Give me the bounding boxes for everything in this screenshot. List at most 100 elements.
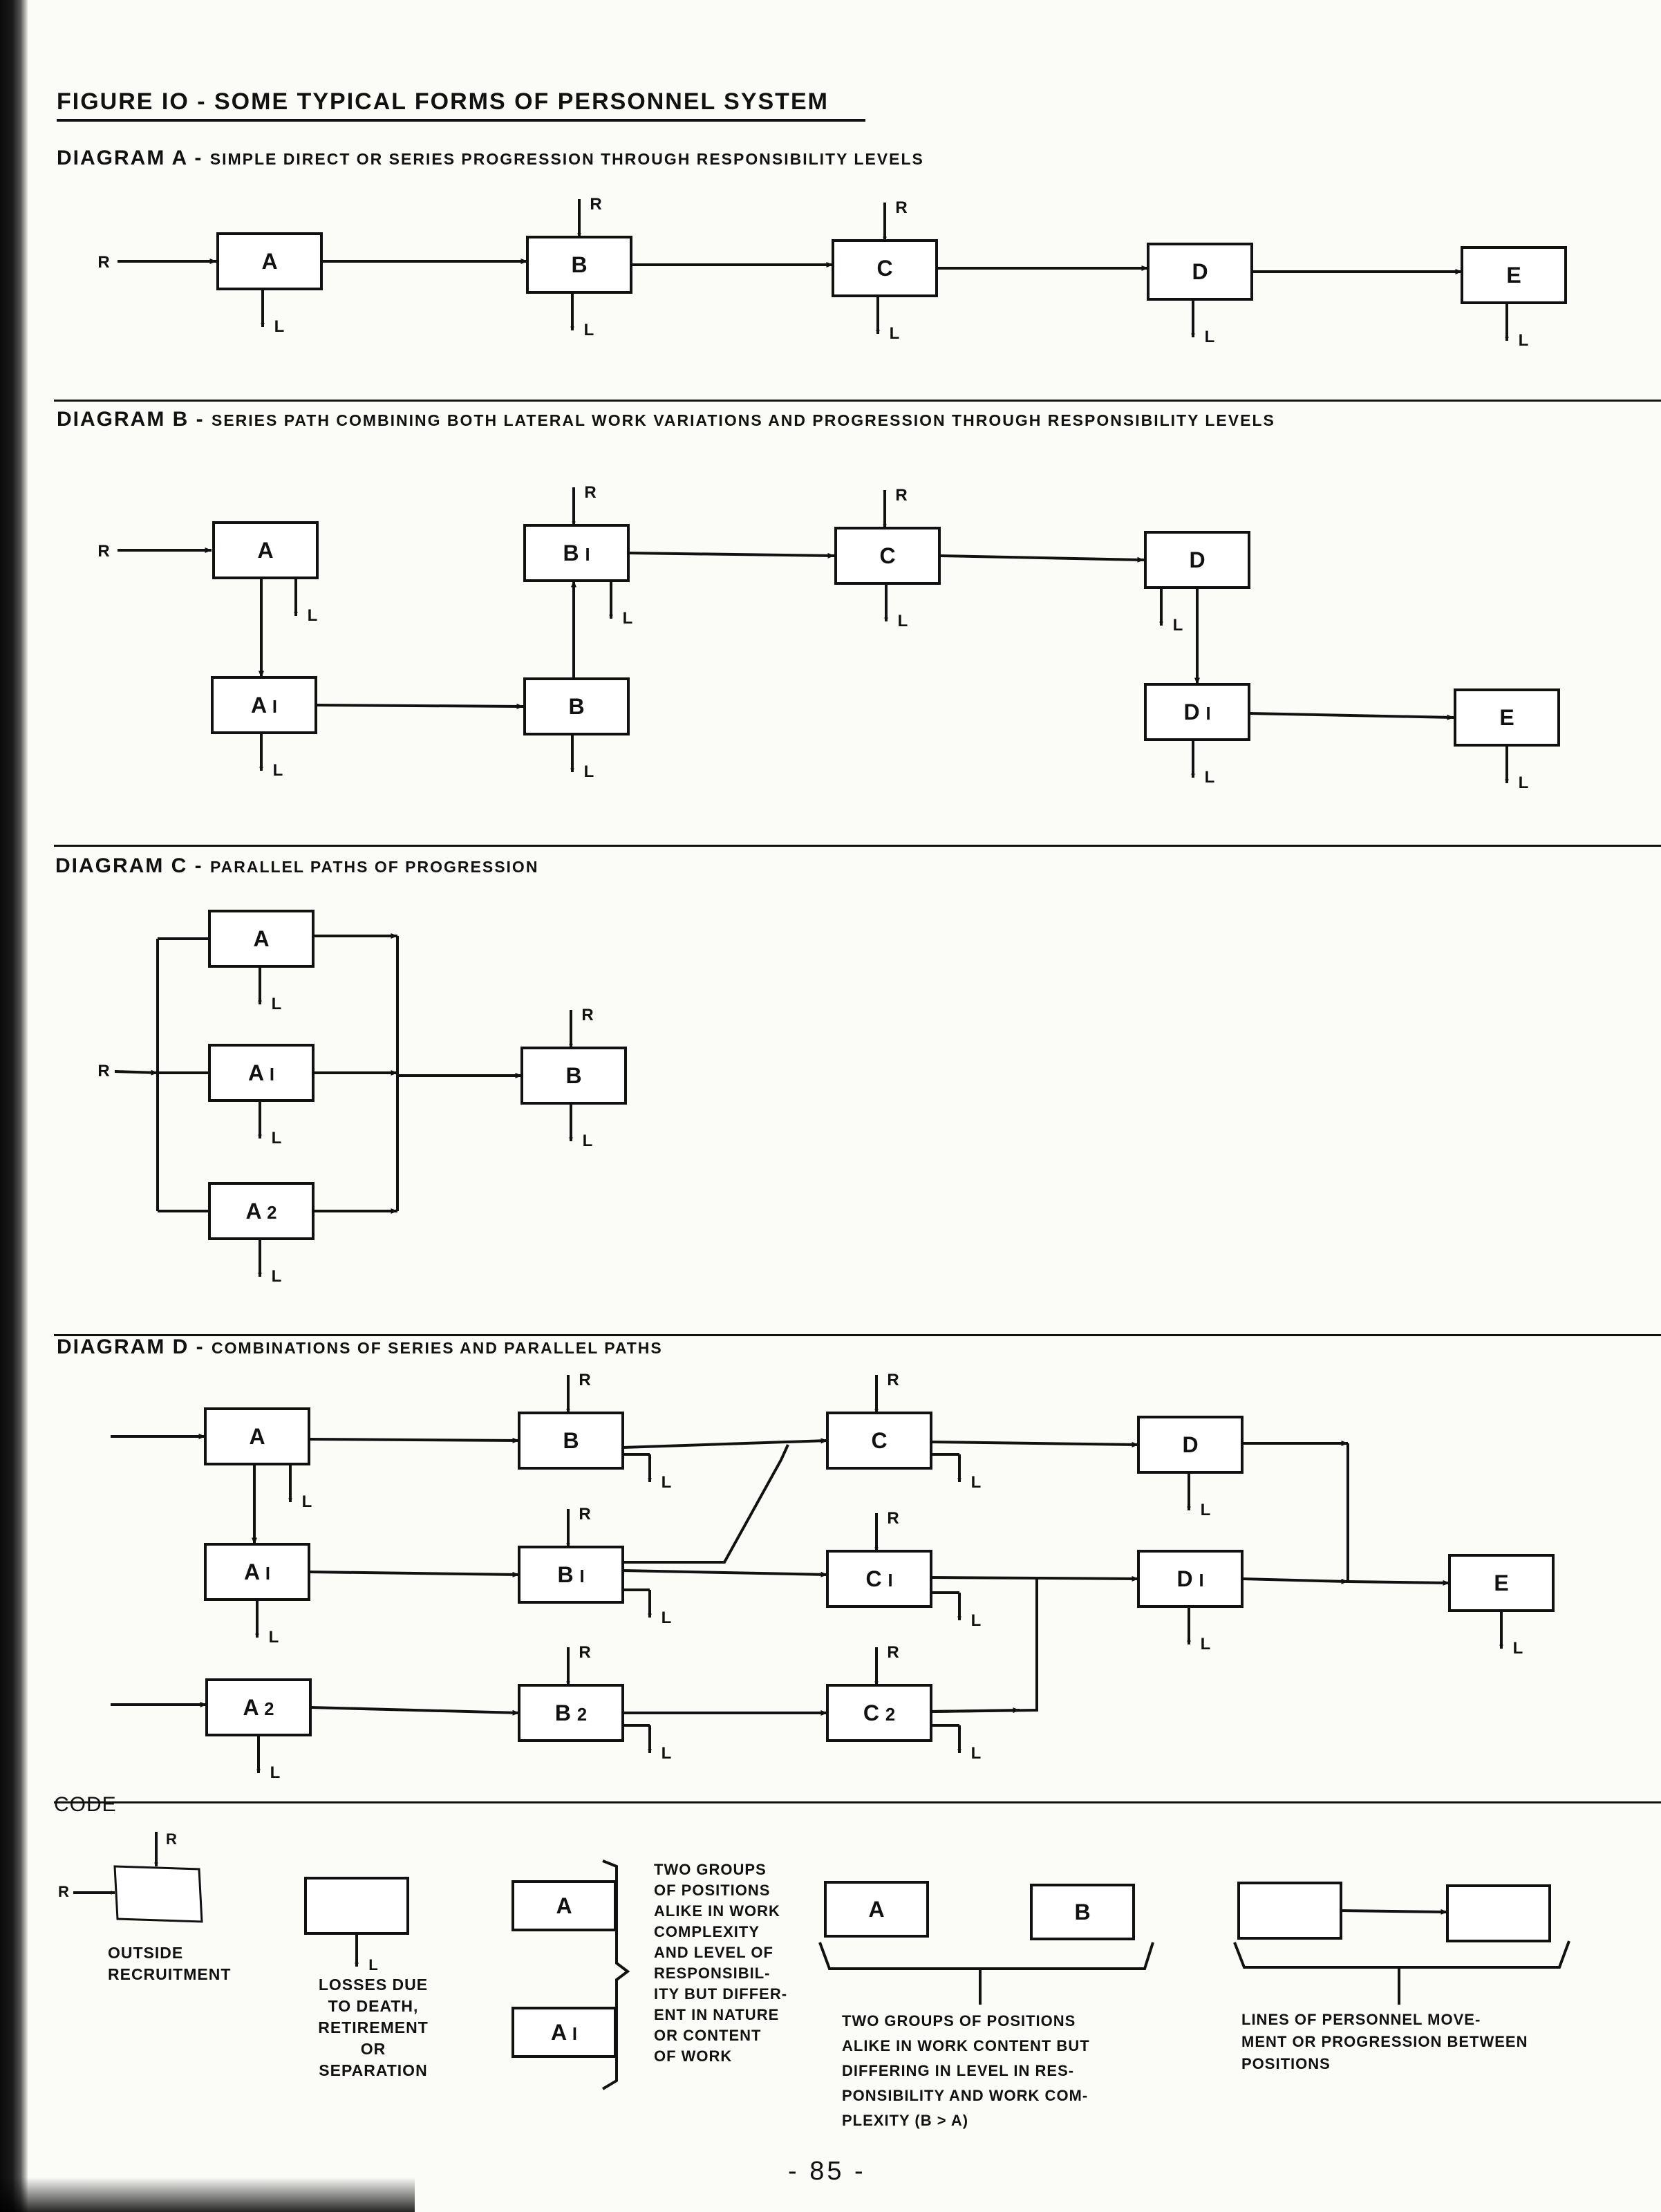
diagram-a-box-c-loss-label: L bbox=[890, 324, 900, 343]
diagram-d-arrow-a-b bbox=[308, 1437, 520, 1443]
diagram-b-box-d-label: D bbox=[1189, 547, 1205, 572]
diagram-b-box-e-label: E bbox=[1499, 705, 1514, 730]
diagram-d-box-a1 bbox=[204, 1543, 310, 1601]
diagram-b-box-b1-label: B I bbox=[563, 541, 590, 565]
code-pair-box-a-label: A bbox=[556, 1893, 572, 1918]
diagram-a-box-b-loss-label: L bbox=[584, 321, 594, 339]
diagram-a-box-d-label: D bbox=[1192, 259, 1208, 284]
diagram-d-box-c2-recruit-label: R bbox=[887, 1643, 899, 1662]
diagram-b-box-e-loss-label: L bbox=[1519, 774, 1529, 792]
diagram-b-box-b1-loss-label: L bbox=[623, 609, 633, 628]
diagram-d-box-a1-loss-label: L bbox=[269, 1628, 279, 1647]
diagram-b-heading: DIAGRAM B - SERIES PATH COMBINING BOTH L… bbox=[57, 408, 1275, 431]
diagram-c-recruit-label: R bbox=[97, 1062, 109, 1080]
diagram-b-arrow-d1-e bbox=[1248, 712, 1454, 720]
diagram-a-box-e-loss-label: L bbox=[1519, 331, 1529, 350]
diagram-d-box-d1-label: D I bbox=[1176, 1566, 1203, 1591]
diagram-d-box-a2-label: A 2 bbox=[243, 1695, 274, 1720]
code-pair-brace bbox=[601, 1859, 630, 2090]
diagram-d-box-a-loss-label: L bbox=[302, 1492, 312, 1511]
diagram-d-box-c bbox=[826, 1412, 932, 1470]
diagram-b-box-c bbox=[834, 527, 941, 585]
code-two-groups-nature-note: TWO GROUPS OF POSITIONS ALIKE IN WORK CO… bbox=[654, 1861, 788, 2065]
diagram-d-box-b1-loss-label: L bbox=[661, 1609, 672, 1627]
diagram-b-box-c-recruit-label: R bbox=[895, 486, 907, 505]
divider-c bbox=[54, 1334, 1661, 1336]
diagram-d-box-d-label: D bbox=[1182, 1432, 1198, 1457]
diagram-d-box-c1-label: C I bbox=[865, 1566, 892, 1591]
diagram-b-arrow-c-d bbox=[939, 554, 1145, 563]
code-move-arrow bbox=[1340, 1909, 1448, 1915]
code-pair-box-a bbox=[512, 1880, 617, 1931]
diagram-c-box-a2-label: A 2 bbox=[245, 1199, 276, 1224]
diagram-c-box-b-recruit-label: R bbox=[581, 1006, 593, 1024]
diagram-a-heading-text: SIMPLE DIRECT OR SERIES PROGRESSION THRO… bbox=[209, 150, 924, 168]
diagram-d-box-c1-recruit-label: R bbox=[887, 1509, 899, 1528]
diagram-a-box-a bbox=[216, 232, 323, 290]
code-loss-label: L bbox=[368, 1956, 377, 1974]
code-move-bracket bbox=[1233, 1940, 1570, 1969]
code-outside-recruitment-note: OUTSIDE RECRUITMENT bbox=[108, 1944, 232, 1983]
diagram-a-box-e-label: E bbox=[1506, 263, 1521, 288]
code-losses-note: LOSSES DUE TO DEATH, RETIREMENT OR SEPAR… bbox=[318, 1976, 429, 2079]
diagram-d-arrow-d1-out bbox=[1241, 1577, 1349, 1584]
diagram-b-box-b bbox=[523, 677, 630, 735]
diagram-c-box-b bbox=[520, 1047, 627, 1105]
diagram-b-box-a-recruit-label: R bbox=[97, 542, 109, 561]
diagram-b-box-d1-loss-label: L bbox=[1205, 768, 1215, 787]
diagram-c-recruit-arrow bbox=[114, 1069, 158, 1076]
diagram-b-heading-text: SERIES PATH COMBINING BOTH LATERAL WORK … bbox=[212, 411, 1275, 429]
figure-title: FIGURE IO - SOME TYPICAL FORMS OF PERSON… bbox=[57, 88, 829, 115]
diagram-d-box-b-label: B bbox=[563, 1428, 579, 1453]
diagram-d-box-d1 bbox=[1137, 1550, 1244, 1608]
diagram-c-box-a1-loss-label: L bbox=[272, 1129, 282, 1147]
diagram-c-heading-text: PARALLEL PATHS OF PROGRESSION bbox=[210, 858, 539, 876]
diagram-d-box-a bbox=[204, 1407, 310, 1465]
diagram-d-box-a1-label: A I bbox=[244, 1559, 270, 1584]
diagram-a-box-c-label: C bbox=[876, 256, 892, 281]
diagram-d-box-b bbox=[518, 1412, 624, 1470]
diagram-d-box-d-loss-label: L bbox=[1201, 1501, 1211, 1519]
code-level-box-b-label: B bbox=[1074, 1900, 1090, 1924]
diagram-d-box-c-recruit-label: R bbox=[887, 1371, 899, 1389]
code-pair-box-a1 bbox=[512, 2007, 617, 2058]
diagram-c-prefix: DIAGRAM C - bbox=[55, 854, 203, 877]
divider-a bbox=[54, 400, 1661, 402]
code-level-box-a-label: A bbox=[868, 1897, 884, 1922]
diagram-c-box-a-label: A bbox=[253, 926, 269, 951]
diagram-b-box-d1-label: D I bbox=[1183, 700, 1210, 724]
diagram-d-line-c2-up bbox=[930, 1577, 1038, 1713]
diagram-d-box-b2-label: B 2 bbox=[555, 1700, 587, 1725]
diagram-c-box-a bbox=[208, 910, 315, 968]
diagram-c-box-b-label: B bbox=[565, 1063, 581, 1088]
diagram-a-box-b-label: B bbox=[571, 252, 587, 277]
diagram-d-arrow-to-e bbox=[1347, 1580, 1450, 1586]
diagram-d-box-c1 bbox=[826, 1550, 932, 1608]
diagram-b-box-d bbox=[1144, 531, 1250, 589]
diagram-b-prefix: DIAGRAM B - bbox=[57, 408, 205, 431]
diagram-b-box-d-loss-label: L bbox=[1173, 616, 1183, 635]
diagram-d-line-b1-c bbox=[623, 1444, 789, 1564]
diagram-d-box-b2-recruit-label: R bbox=[579, 1643, 590, 1662]
diagram-d-box-a2-loss-label: L bbox=[270, 1763, 281, 1782]
diagram-d-arrow-b1-c1 bbox=[622, 1569, 828, 1577]
diagram-a-box-b-recruit-label: R bbox=[590, 195, 601, 214]
diagram-d-arrow-b-c bbox=[622, 1438, 828, 1449]
diagram-c-box-a1-label: A I bbox=[248, 1060, 274, 1085]
diagram-a-box-a-recruit-label: R bbox=[97, 253, 109, 272]
diagram-d-heading-text: COMBINATIONS OF SERIES AND PARALLEL PATH… bbox=[212, 1339, 663, 1357]
diagram-a-box-e bbox=[1461, 246, 1567, 304]
divider-b bbox=[54, 845, 1661, 847]
code-recruit-top-label: R bbox=[166, 1830, 177, 1848]
code-recruit-sample-box bbox=[113, 1865, 203, 1923]
diagram-d-arrow-a2-b2 bbox=[310, 1706, 520, 1716]
diagram-b-box-b-label: B bbox=[568, 694, 584, 719]
diagram-b-box-a1-label: A I bbox=[251, 693, 277, 718]
code-two-groups-level-note: TWO GROUPS OF POSITIONS ALIKE IN WORK CO… bbox=[842, 2012, 1090, 2129]
code-move-box-right bbox=[1446, 1884, 1551, 1942]
diagram-b-box-d1 bbox=[1144, 683, 1250, 741]
diagram-d-arrow-c2-out bbox=[930, 1707, 1020, 1714]
code-level-bracket bbox=[818, 1942, 1154, 1970]
diagram-b-box-a-loss-label: L bbox=[308, 606, 318, 625]
diagram-b-box-b-loss-label: L bbox=[584, 762, 594, 781]
